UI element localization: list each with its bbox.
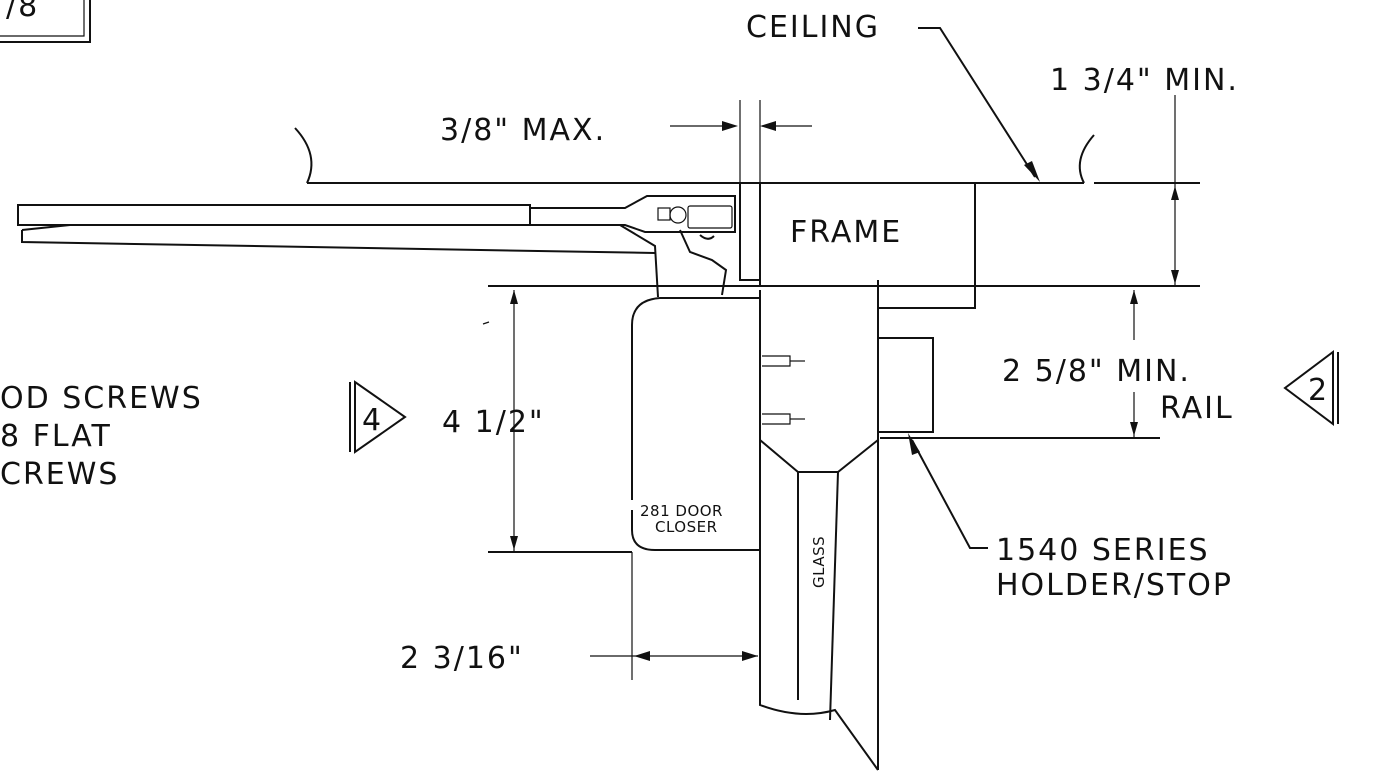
glass-label: GLASS [810, 536, 828, 588]
dim-1-3-4-min-label: 1 3/4" MIN. [1050, 63, 1239, 98]
dim-2-5-8-min-label: 2 5/8" MIN. [1002, 354, 1191, 389]
top-left-fragment-text: /8 [6, 0, 39, 24]
screws-label-line3: CREWS [0, 457, 119, 492]
frame-section [739, 183, 976, 309]
callout-4-marker [349, 380, 407, 454]
door-closer-label-line2: CLOSER [655, 518, 718, 536]
top-left-detail-box: /8 [0, 0, 91, 43]
screw-lower [762, 413, 805, 425]
holder-leader [911, 439, 988, 549]
dim-3-8-max-label: 3/8" MAX. [440, 113, 606, 148]
holder-stop [878, 337, 934, 433]
rail-label: RAIL [1160, 391, 1234, 426]
door-closer-body [631, 297, 760, 551]
screws-label-line1: OD SCREWS [0, 381, 203, 416]
ceiling-line [294, 127, 1200, 184]
screw-upper [762, 355, 805, 367]
door-rail [759, 290, 879, 771]
dim-2-5-8-min-line [880, 290, 1160, 439]
dim-1-3-4-min-line [1100, 95, 1200, 287]
ceiling-label: CEILING [746, 10, 880, 45]
door-closer-label-line1: 281 DOOR [640, 502, 723, 520]
holder-label-line2: HOLDER/STOP [996, 568, 1233, 603]
callout-2-marker [1283, 350, 1339, 426]
dim-2-3-16-label: 2 3/16" [400, 641, 524, 676]
frame-label: FRAME [790, 215, 902, 250]
callout-4-text: 4 [362, 403, 383, 438]
callout-2-text: 2 [1308, 373, 1329, 408]
dim-4-1-2-line [488, 290, 632, 553]
dim-2-3-16-line [590, 552, 758, 680]
closer-arm [17, 195, 736, 298]
ceiling-leader [918, 27, 1036, 178]
holder-label-line1: 1540 SERIES [996, 533, 1210, 568]
holder-leader-arrow [908, 433, 920, 455]
screws-label-line2: 8 FLAT [0, 419, 112, 454]
ceiling-leader-arrow [1024, 161, 1040, 182]
dim-4-1-2-label: 4 1/2" [442, 405, 545, 440]
registration-tick [482, 321, 490, 325]
dim-3-8-max-line [670, 100, 812, 183]
